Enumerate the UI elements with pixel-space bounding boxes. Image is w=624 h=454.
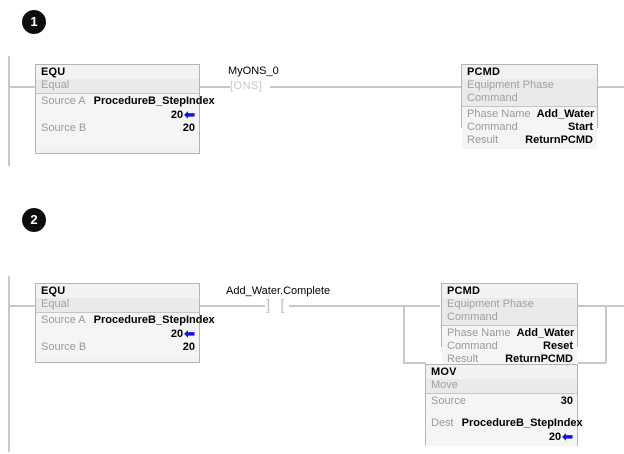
pcmd-phase-name-value[interactable]: Add_Water — [536, 108, 595, 120]
equ-source-a-label: Source A — [41, 95, 86, 107]
pcmd-command-row: Command Reset — [442, 340, 577, 353]
pcmd-result-value[interactable]: ReturnPCMD — [505, 353, 573, 365]
equ-source-b-value[interactable]: 20 — [182, 341, 195, 353]
pcmd-body: Phase Name Add_Water Command Start Resul… — [462, 107, 597, 149]
pcmd-command-row: Command Start — [462, 121, 597, 134]
rung-number-badge-2: 2 — [22, 208, 46, 232]
pcmd-block-rung-2[interactable]: PCMD Equipment Phase Command Phase Name … — [441, 283, 578, 368]
rung-2-branch-left-vertical — [403, 305, 405, 363]
mov-spacer — [426, 408, 577, 417]
rung-2-branch-right-vertical — [605, 305, 607, 363]
ons-contact-symbol-rung-1[interactable]: [ONS] — [230, 80, 263, 92]
pcmd-phase-name-label: Phase Name — [467, 108, 531, 120]
pcmd-result-row: Result ReturnPCMD — [442, 353, 577, 366]
equ-source-b-row: Source B 20 — [36, 341, 199, 354]
left-arrow-icon: ⬅ — [184, 107, 195, 122]
rung-1-wire-ons-to-pcmd — [270, 86, 462, 88]
mov-body: Source 30 Dest ProcedureB_StepIndex 20⬅ — [426, 394, 583, 446]
mov-block-rung-2[interactable]: MOV Move Source 30 Dest ProcedureB_StepI… — [425, 364, 583, 446]
equ-source-b-value[interactable]: 20 — [182, 122, 195, 134]
equ-source-b-label: Source B — [41, 122, 87, 134]
left-arrow-icon: ⬅ — [562, 429, 573, 444]
rung-2-wire-equ-to-contact — [200, 305, 265, 307]
equ-source-b-label: Source B — [41, 341, 87, 353]
rung-2-wire-rail-to-equ — [8, 305, 35, 307]
mov-dest-row: Dest ProcedureB_StepIndex — [426, 417, 583, 430]
pcmd-title: PCMD — [447, 285, 481, 297]
equ-body: Source A ProcedureB_StepIndex 20⬅ Source… — [36, 94, 215, 146]
xic-contact-label-rung-2[interactable]: Add_Water.Complete — [226, 285, 331, 297]
rung-1-wire-equ-to-ons — [200, 86, 230, 88]
pcmd-block-rung-1[interactable]: PCMD Equipment Phase Command Phase Name … — [461, 64, 598, 149]
rung-2-wire-branch-to-right-edge — [605, 305, 624, 307]
equ-source-a-row: Source A ProcedureB_StepIndex — [36, 314, 215, 327]
equ-source-a-number-row: 20⬅ — [36, 327, 199, 341]
left-arrow-icon: ⬅ — [184, 326, 195, 341]
pcmd-command-label: Command — [447, 340, 498, 352]
mov-dest-value[interactable]: ProcedureB_StepIndex — [461, 417, 583, 429]
equ-spacer — [36, 135, 199, 144]
equ-body: Source A ProcedureB_StepIndex 20⬅ Source… — [36, 313, 215, 356]
equ-source-a-number: 20 — [170, 328, 184, 340]
equ-source-a-number-row: 20⬅ — [36, 108, 199, 122]
pcmd-phase-name-row: Phase Name Add_Water — [462, 108, 597, 121]
pcmd-result-row: Result ReturnPCMD — [462, 134, 597, 147]
equ-source-a-number: 20 — [170, 109, 184, 121]
pcmd-body: Phase Name Add_Water Command Reset Resul… — [442, 326, 577, 368]
pcmd-subtitle: Equipment Phase Command — [442, 298, 577, 326]
equ-block-rung-1[interactable]: EQU Equal Source A ProcedureB_StepIndex … — [35, 64, 215, 154]
mov-source-label: Source — [431, 395, 466, 407]
pcmd-phase-name-row: Phase Name Add_Water — [442, 327, 577, 340]
rung-1-left-rail — [8, 56, 10, 166]
equ-subtitle: Equal — [36, 79, 199, 94]
equ-title: EQU — [41, 66, 66, 78]
pcmd-command-value[interactable]: Reset — [543, 340, 573, 352]
rung-1-wire-pcmd-to-right — [598, 86, 624, 88]
mov-subtitle: Move — [426, 379, 577, 394]
mov-source-row: Source 30 — [426, 395, 577, 408]
equ-source-b-row: Source B 20 — [36, 122, 199, 135]
mov-dest-number: 20 — [548, 431, 562, 443]
pcmd-result-label: Result — [447, 353, 479, 365]
pcmd-phase-name-value[interactable]: Add_Water — [516, 327, 575, 339]
equ-source-a-label: Source A — [41, 314, 86, 326]
rung-number-badge-1: 1 — [22, 10, 46, 34]
rung-2-branch-bottom-to-mov — [403, 362, 426, 364]
mov-dest-label: Dest — [431, 417, 454, 429]
pcmd-result-label: Result — [467, 134, 499, 146]
pcmd-title: PCMD — [467, 66, 501, 78]
mov-dest-number-row: 20⬅ — [426, 430, 577, 444]
rung-2-branch-top-to-pcmd — [403, 305, 440, 307]
equ-source-a-row: Source A ProcedureB_StepIndex — [36, 95, 215, 108]
xic-contact-symbol-rung-2[interactable]: ] [ — [266, 297, 288, 314]
mov-source-value[interactable]: 30 — [560, 395, 573, 407]
mov-title: MOV — [431, 366, 457, 378]
pcmd-command-value[interactable]: Start — [567, 121, 593, 133]
pcmd-subtitle: Equipment Phase Command — [462, 79, 597, 107]
rung-2-pcmd-out-wire — [578, 305, 606, 307]
equ-title: EQU — [41, 285, 66, 297]
ons-contact-label-rung-1[interactable]: MyONS_0 — [228, 65, 279, 77]
pcmd-phase-name-label: Phase Name — [447, 327, 511, 339]
rung-2-wire-contact-to-branch — [289, 305, 404, 307]
equ-block-rung-2[interactable]: EQU Equal Source A ProcedureB_StepIndex … — [35, 283, 215, 363]
rung-1-wire-rail-to-equ — [8, 86, 35, 88]
equ-source-a-value[interactable]: ProcedureB_StepIndex — [93, 314, 215, 326]
equ-subtitle: Equal — [36, 298, 199, 313]
rung-2-mov-out-wire — [578, 362, 606, 364]
rung-2-left-rail — [8, 276, 10, 452]
equ-source-a-value[interactable]: ProcedureB_StepIndex — [93, 95, 215, 107]
pcmd-command-label: Command — [467, 121, 518, 133]
pcmd-result-value[interactable]: ReturnPCMD — [525, 134, 593, 146]
